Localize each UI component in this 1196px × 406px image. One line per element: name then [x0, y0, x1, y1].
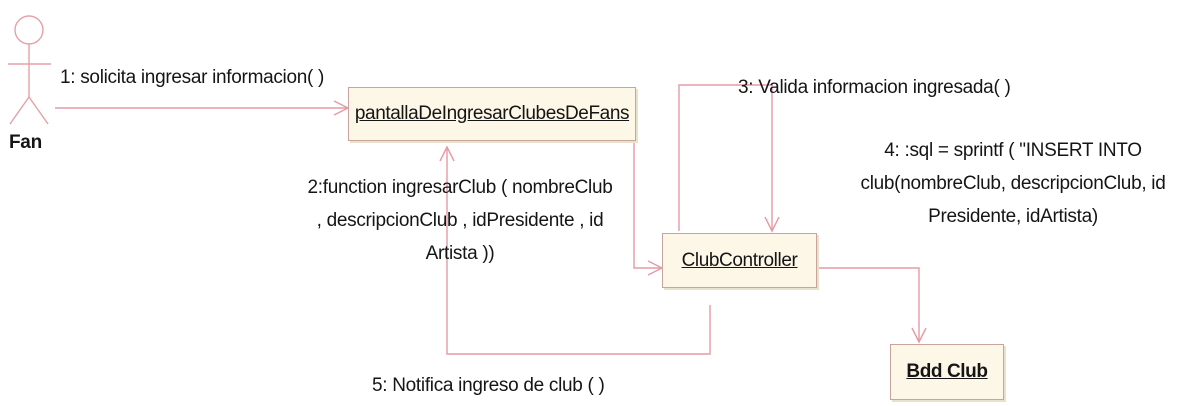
- message-label-4-line: Presidente, idArtista): [928, 206, 1098, 227]
- message-label-5: 5: Notifica ingreso de club ( ): [372, 375, 605, 396]
- object-club-controller[interactable]: ClubController: [662, 233, 817, 288]
- actor-stick-figure-icon: [8, 15, 51, 125]
- object-label-database: Bdd Club: [906, 361, 988, 382]
- arrowhead-3: [764, 216, 780, 233]
- object-label-controller: ClubController: [681, 249, 798, 271]
- message-label-1: 1: solicita ingresar informacion( ): [60, 67, 325, 88]
- arrowhead-5: [439, 145, 455, 162]
- message-label-2: 2:function ingresarClub ( nombreClub , d…: [270, 176, 650, 266]
- message-label-3: 3: Valida informacion ingresada( ): [738, 77, 1011, 98]
- object-label-screen: pantallaDeIngresarClubesDeFans: [354, 103, 630, 124]
- message-line-5: [446, 147, 711, 355]
- message-label-2-line: , descripcionClub , idPresidente , id: [316, 210, 604, 231]
- message-line-2: [633, 142, 662, 269]
- message-label-2-line: 2:function ingresarClub ( nombreClub: [307, 177, 613, 198]
- actor-label: Fan: [9, 132, 42, 153]
- message-label-2-line: Artista )): [425, 243, 495, 264]
- message-label-4-line: club(nombreClub, descripcionClub, id: [860, 173, 1166, 194]
- arrowhead-4: [911, 327, 927, 344]
- message-line-3: [678, 84, 773, 231]
- object-pantalla-ingresar-clubes[interactable]: pantallaDeIngresarClubesDeFans: [348, 87, 636, 141]
- message-label-4: 4: :sql = sprintf ( "INSERT INTO club(no…: [840, 139, 1186, 229]
- message-line-4: [817, 267, 920, 342]
- message-label-4-line: 4: :sql = sprintf ( "INSERT INTO: [884, 140, 1142, 161]
- object-bdd-club[interactable]: Bdd Club: [890, 344, 1004, 400]
